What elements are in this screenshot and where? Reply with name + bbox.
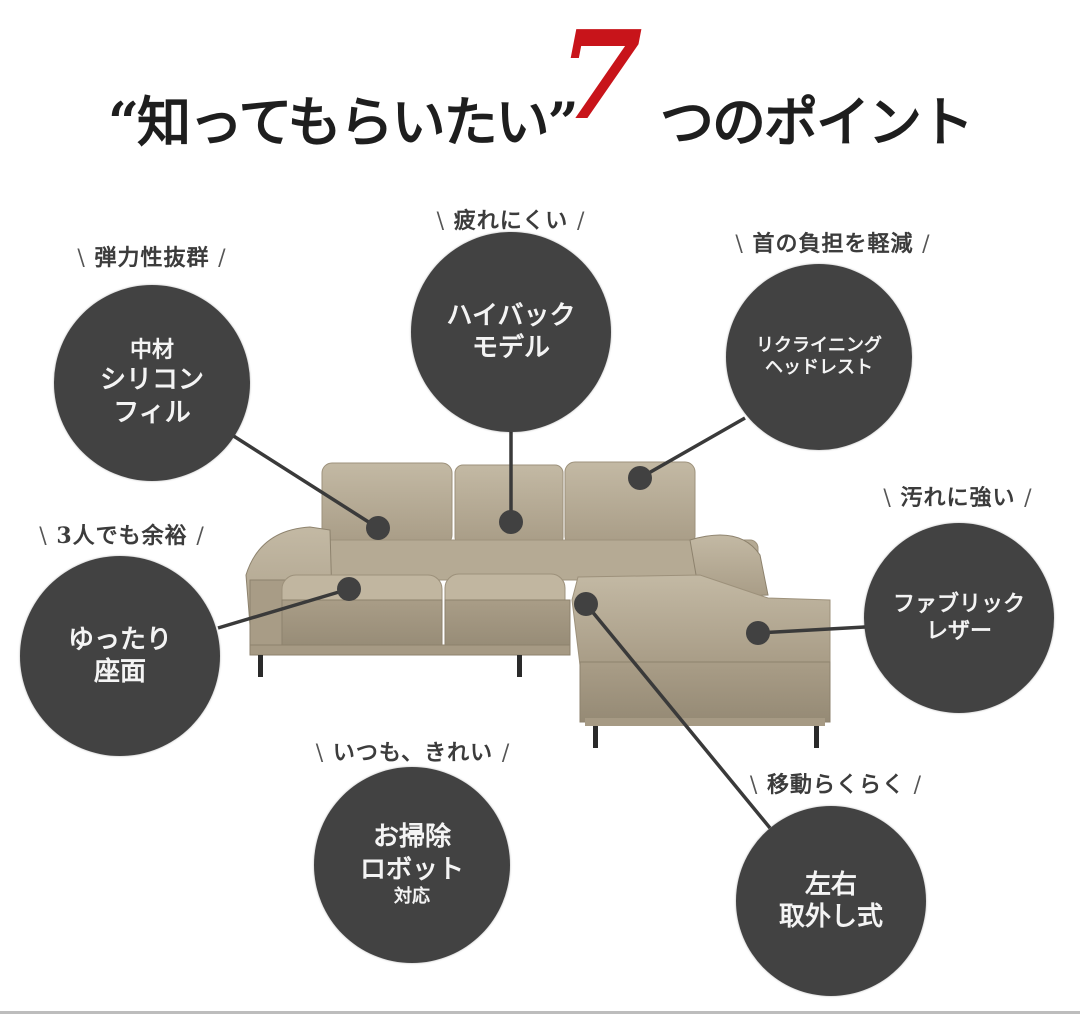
point-circle-silicon-fill: 中材 シリコン フィル bbox=[54, 285, 250, 481]
point-circle-wide-seat: ゆったり 座面 bbox=[20, 556, 220, 756]
point-dot bbox=[746, 621, 770, 645]
point-tag-reclining-headrest: \ 首の負担を軽減 / bbox=[735, 231, 931, 257]
point-circle-high-back: ハイバック モデル bbox=[411, 232, 611, 432]
point-circle-reclining-headrest: リクライニング ヘッドレスト bbox=[726, 264, 912, 450]
point-tag-high-back: \ 疲れにくい / bbox=[436, 208, 586, 234]
point-tag-robot-cleaner: \ いつも、きれい / bbox=[315, 740, 511, 766]
bottom-divider bbox=[0, 1011, 1080, 1014]
point-tag-wide-seat: \ 3人でも余裕 / bbox=[39, 523, 205, 549]
point-dot bbox=[337, 577, 361, 601]
point-dot bbox=[366, 516, 390, 540]
point-tag-fabric-leather: \ 汚れに強い / bbox=[883, 485, 1033, 511]
point-circle-fabric-leather: ファブリック レザー bbox=[864, 523, 1054, 713]
point-dot bbox=[499, 510, 523, 534]
point-dot bbox=[628, 466, 652, 490]
point-tag-silicon-fill: \ 弾力性抜群 / bbox=[77, 245, 227, 271]
point-circle-robot-cleaner: お掃除 ロボット 対応 bbox=[314, 767, 510, 963]
title-suffix: つのポイント bbox=[660, 90, 974, 154]
point-dot bbox=[574, 592, 598, 616]
title-number: 7 bbox=[558, 3, 643, 147]
point-circle-detachable: 左右 取外し式 bbox=[736, 806, 926, 996]
point-tag-detachable: \ 移動らくらく / bbox=[749, 772, 923, 798]
title-prefix: “知ってもらいたい” bbox=[108, 90, 579, 154]
page-title: “知ってもらいたい” 7 つのポイント bbox=[0, 0, 1080, 190]
